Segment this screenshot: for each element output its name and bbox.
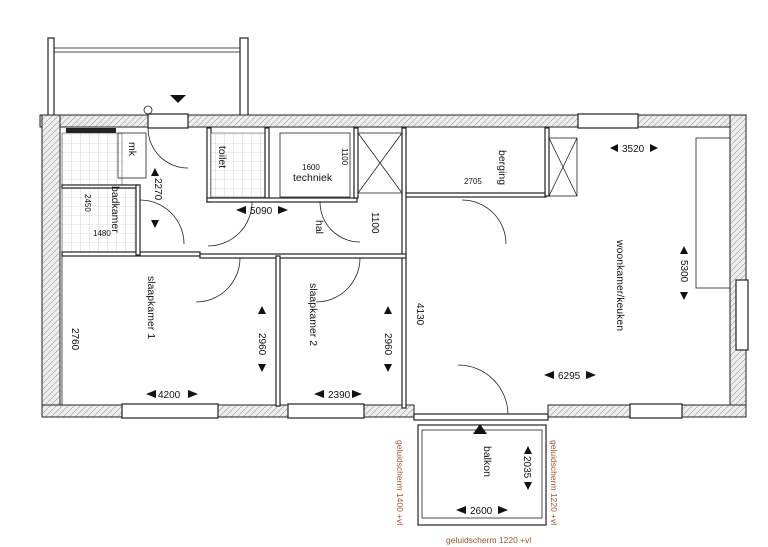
room-label-meterkast: mk	[126, 142, 138, 157]
outer-walls	[39, 113, 749, 421]
dim-slaapkamer2-depth: 2960	[382, 333, 393, 356]
room-label-hal: hal	[313, 220, 325, 234]
window	[287, 403, 365, 419]
dimension-arrows	[146, 144, 688, 514]
upper-balcony	[47, 37, 249, 119]
dim-slaapkamer1-left: 2760	[69, 328, 80, 351]
window	[735, 279, 749, 351]
room-label-balkon: balkon	[481, 446, 493, 477]
dim-techniek-depth: 1100	[340, 148, 349, 166]
dim-woonkamer-top: 3520	[622, 144, 645, 155]
dim-techniek-width: 1600	[302, 163, 320, 172]
balcony	[417, 424, 547, 526]
dim-balkon-depth: 2035	[521, 456, 532, 479]
room-label-techniek: techniek	[293, 172, 333, 184]
annotation-screen-bottom: geluidscherm 1220 +vl	[446, 535, 531, 545]
window	[577, 113, 639, 129]
balcony-door-frame	[413, 413, 549, 421]
dim-hal-width: 5090	[250, 206, 273, 217]
window	[147, 113, 189, 129]
dim-gang-length: 2270	[152, 178, 163, 201]
room-label-slaapkamer-1: slaapkamer 1	[145, 276, 157, 339]
dim-badkamer-width: 1480	[93, 229, 111, 238]
dim-slaapkamer2-width: 2390	[328, 390, 351, 401]
room-label-woonkamer: woonkamer/keuken	[614, 239, 626, 331]
annotation-screen-right: geluidscherm 1220 +vl	[549, 440, 559, 525]
dim-berging-width: 2705	[464, 177, 482, 186]
dim-slaapkamer1-depth: 2960	[256, 333, 267, 356]
dim-badkamer-depth: 2450	[83, 194, 92, 212]
interior-walls	[61, 127, 731, 415]
dim-hal-depth: 1100	[369, 212, 380, 234]
room-label-slaapkamer-2: slaapkamer 2	[307, 283, 319, 346]
dim-woonkamer-depth: 5300	[678, 260, 689, 283]
room-label-badkamer: badkamer	[109, 186, 121, 233]
dim-slaapkamer1-width: 4200	[158, 390, 181, 401]
window	[629, 403, 683, 419]
window	[121, 403, 219, 419]
room-label-berging: berging	[496, 150, 508, 185]
room-label-toilet: toilet	[216, 146, 228, 168]
dim-woonkamer-width: 6295	[558, 371, 581, 382]
dim-balkon-width: 2600	[470, 506, 493, 517]
dim-woonkamer-side: 4130	[414, 303, 425, 326]
annotation-screen-left: geluidscherm 1400 +vl	[395, 440, 405, 525]
